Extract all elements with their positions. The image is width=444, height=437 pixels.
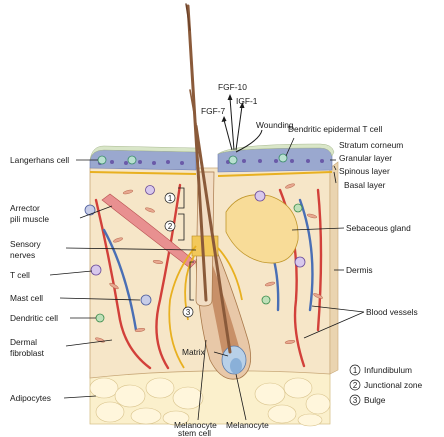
- dermal-cells: [84, 183, 323, 345]
- label-arrector-line1: Arrector: [10, 203, 40, 213]
- legend-num-3: 3: [353, 396, 357, 405]
- label-wounding: Wounding: [256, 120, 294, 130]
- label-granular-layer: Granular layer: [339, 153, 392, 163]
- region-marker-1: 1: [168, 194, 172, 203]
- label-sensory-line2: nerves: [10, 250, 35, 260]
- legend-num-1: 1: [353, 366, 357, 375]
- region-marker-3: 3: [186, 308, 190, 317]
- label-matrix: Matrix: [182, 347, 206, 357]
- region-markers: 1 2 3: [164, 187, 194, 318]
- label-dendritic-cell: Dendritic cell: [10, 313, 58, 323]
- hair-shafts: [185, 3, 232, 354]
- legend-text-infundibulum: Infundibulum: [364, 365, 412, 375]
- labels: FGF-10 IGF-1 FGF-7 Wounding Dendritic ep…: [10, 82, 418, 437]
- growth-factor-arrows: [221, 94, 263, 153]
- legend-text-junctional-zone: Junctional zone: [364, 380, 423, 390]
- label-adipocytes: Adipocytes: [10, 393, 51, 403]
- label-melanocyte: Melanocyte: [226, 420, 269, 430]
- label-dermis: Dermis: [346, 265, 373, 275]
- label-fgf10: FGF-10: [218, 82, 247, 92]
- legend: 1 2 3 Infundibulum Junctional zone Bulge: [349, 364, 423, 406]
- label-stratum-corneum: Stratum corneum: [339, 140, 403, 150]
- legend-text-bulge: Bulge: [364, 395, 386, 405]
- label-sensory-line1: Sensory: [10, 239, 42, 249]
- label-sebaceous-gland: Sebaceous gland: [346, 223, 411, 233]
- region-marker-2: 2: [168, 222, 172, 231]
- label-dermal-line2: fibroblast: [10, 348, 45, 358]
- label-mast-cell: Mast cell: [10, 293, 43, 303]
- label-arrector-line2: pili muscle: [10, 214, 49, 224]
- label-t-cell: T cell: [10, 270, 30, 280]
- label-basal-layer: Basal layer: [344, 180, 386, 190]
- label-langerhans-cell: Langerhans cell: [10, 155, 69, 165]
- adipose-tissue: [89, 366, 331, 427]
- label-melanocyte-stem-line2: stem cell: [178, 428, 211, 437]
- epidermis: [89, 143, 335, 177]
- label-melanocyte-stem-line1: Melanocyte: [174, 420, 217, 430]
- epidermal-dendritic-cells: [97, 153, 288, 165]
- label-blood-vessels: Blood vessels: [366, 307, 418, 317]
- label-fgf7: FGF-7: [201, 106, 226, 116]
- label-dermal-line1: Dermal: [10, 337, 37, 347]
- legend-num-2: 2: [353, 381, 357, 390]
- label-spinous-layer: Spinous layer: [339, 166, 390, 176]
- leader-lines: [49, 137, 365, 421]
- label-dendritic-epidermal-t-cell: Dendritic epidermal T cell: [288, 124, 382, 134]
- label-igf1: IGF-1: [236, 96, 258, 106]
